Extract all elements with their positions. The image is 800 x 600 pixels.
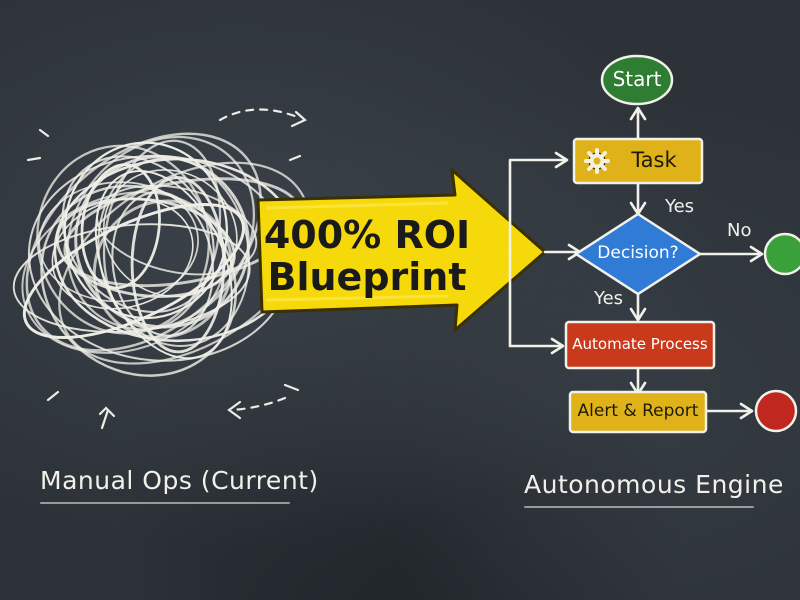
scribble-loop <box>22 202 245 340</box>
edge-label-no: No <box>727 220 752 241</box>
scribble-loop <box>96 184 258 276</box>
alert-label: Alert & Report <box>577 401 699 421</box>
scribble-loop <box>66 135 255 331</box>
decision-label: Decision? <box>597 243 679 263</box>
task-node <box>572 137 704 185</box>
motion-arrow-bottom <box>230 396 287 412</box>
scribble-loop <box>63 141 228 320</box>
automate-label: Automate Process <box>572 335 708 353</box>
start-label: Start <box>612 67 662 91</box>
roi-arrow-line2: Blueprint <box>267 255 467 299</box>
scribble-loop <box>58 161 311 365</box>
scribble-loop <box>38 181 199 303</box>
arrowhead-down <box>98 406 116 430</box>
edge-label-yes-bottom: Yes <box>594 288 624 309</box>
right-caption: Autonomous Engine <box>524 470 784 499</box>
right-caption-underline <box>524 506 754 508</box>
left-caption-underline <box>40 502 290 504</box>
end-no-node <box>763 232 800 276</box>
alert-node <box>568 390 708 434</box>
connector-to-automate <box>508 250 563 348</box>
start-node <box>600 54 674 106</box>
scribble-loop <box>92 199 234 339</box>
decision-node <box>573 212 703 296</box>
motion-arrow-top <box>218 108 302 122</box>
arrowhead-bottom <box>227 400 242 420</box>
left-caption: Manual Ops (Current) <box>40 466 319 495</box>
gear-icon <box>584 148 610 174</box>
automate-node <box>564 320 716 370</box>
scribble-loop <box>130 176 226 354</box>
end-alert-node <box>754 389 798 433</box>
connector-to-task <box>508 158 567 254</box>
chalk-ticks <box>26 128 302 402</box>
task-label: Task <box>631 148 677 172</box>
roi-arrow-line1: 400% ROI <box>263 213 471 257</box>
roi-arrow-shape <box>256 168 547 332</box>
edge-label-yes-top: Yes <box>665 196 695 217</box>
scribble-loop <box>80 163 161 290</box>
arrowhead-top <box>290 110 307 128</box>
